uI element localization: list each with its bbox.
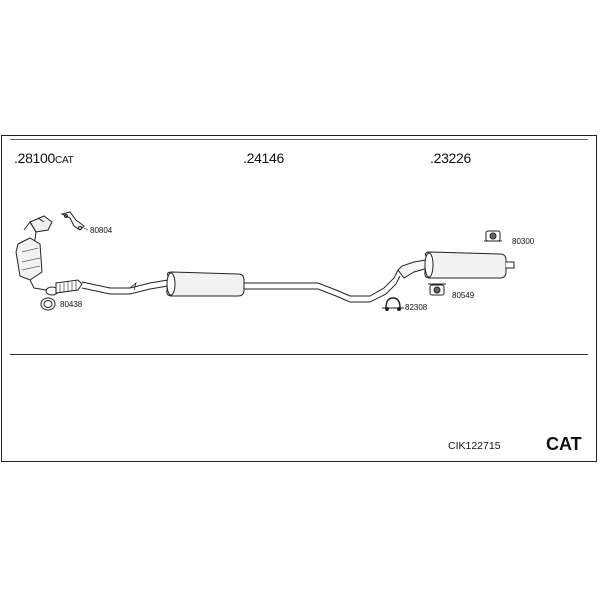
gasket-80804-icon — [60, 211, 89, 231]
rubber-hanger-80300-icon — [484, 230, 502, 242]
callout-80804: 80804 — [90, 226, 113, 235]
middle-silencer — [166, 269, 401, 303]
part-label-rear-silencer: .23226 — [430, 150, 471, 166]
cat-tag: CAT — [546, 434, 582, 454]
part-number-middle-silencer: .24146 — [243, 150, 285, 166]
section-divider — [10, 354, 588, 355]
callout-82308: 82308 — [405, 303, 428, 312]
rear-silencer — [397, 251, 515, 279]
callout-80549: 80549 — [452, 291, 475, 300]
part-label-catalyst: .28100CAT — [14, 150, 74, 166]
callout-80438: 80438 — [60, 300, 83, 309]
kit-code: CIK122715 — [448, 440, 501, 452]
callout-80300: 80300 — [512, 237, 535, 246]
rubber-hanger-80549-icon — [428, 283, 446, 296]
catalyst-assembly — [15, 215, 59, 296]
part-label-middle-silencer: .24146 — [243, 150, 284, 166]
diagram-frame — [1, 135, 597, 462]
pipe-clamp-82308-icon — [382, 297, 404, 311]
part-number-catalyst: .28100 — [14, 150, 56, 166]
header-rule — [10, 139, 588, 140]
ring-gasket-80438-icon — [40, 297, 56, 311]
front-pipe — [55, 279, 169, 295]
part-suffix-catalyst: CAT — [55, 155, 74, 166]
part-number-rear-silencer: .23226 — [430, 150, 472, 166]
